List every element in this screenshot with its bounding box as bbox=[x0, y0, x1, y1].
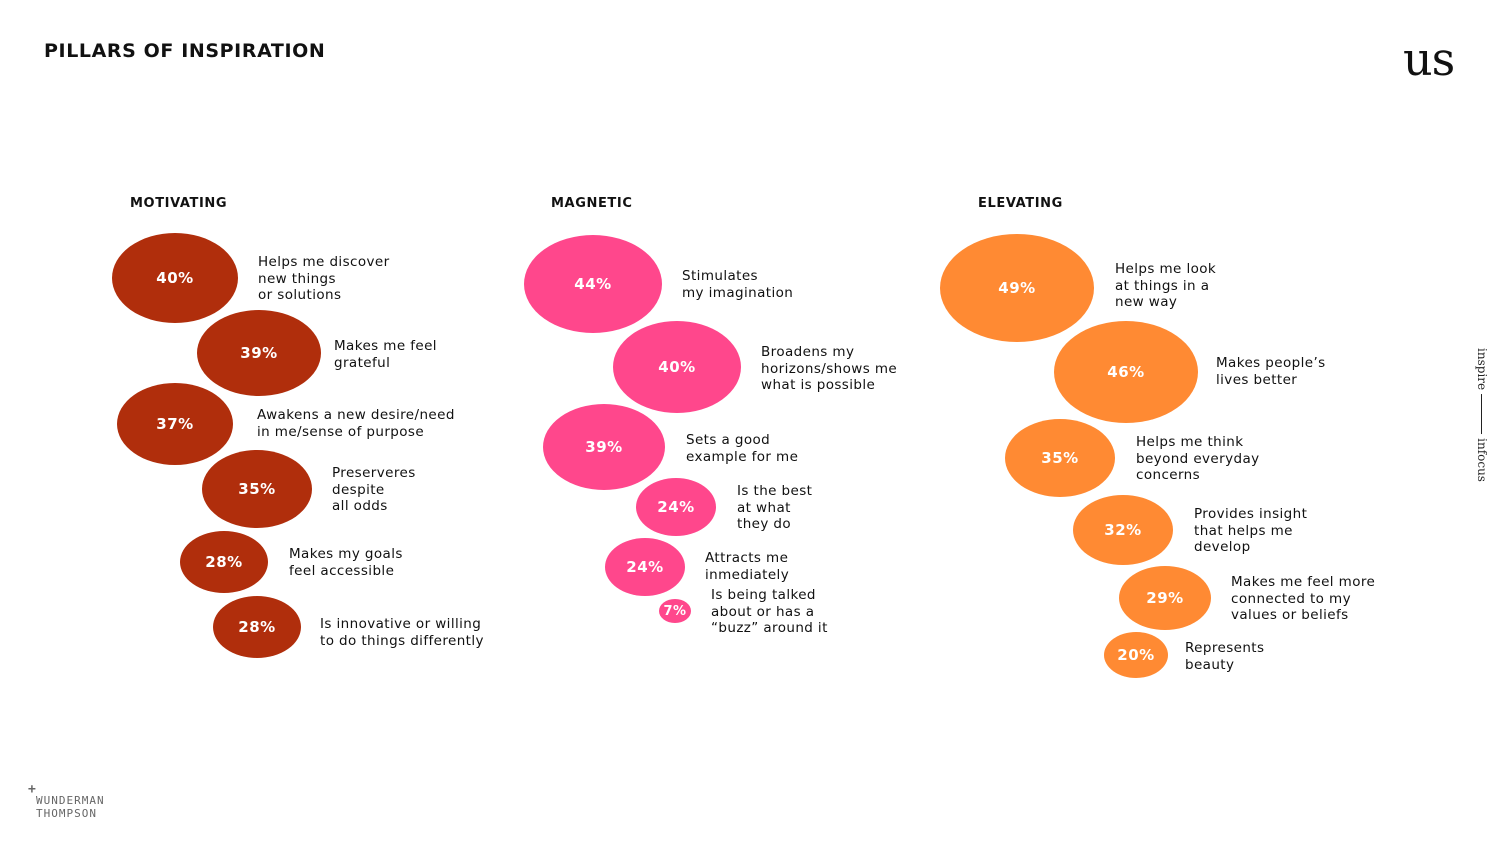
plus-icon: + bbox=[28, 782, 37, 797]
motivating-heading: MOTIVATING bbox=[130, 196, 228, 211]
magnetic-heading: MAGNETIC bbox=[551, 196, 633, 211]
us-logo: us bbox=[1403, 32, 1455, 86]
elevating-label: Makes people’s lives better bbox=[1216, 355, 1326, 388]
motivating-bubble: 28% bbox=[180, 531, 268, 593]
motivating-bubble: 39% bbox=[197, 310, 321, 396]
elevating-bubble: 46% bbox=[1054, 321, 1198, 423]
motivating-bubble: 37% bbox=[117, 383, 233, 465]
motivating-label: Is innovative or willing to do things di… bbox=[320, 616, 484, 649]
elevating-label: Helps me look at things in a new way bbox=[1115, 261, 1217, 310]
motivating-label: Helps me discover new things or solution… bbox=[258, 254, 390, 303]
side-tag-right: infocus bbox=[1475, 438, 1489, 482]
footer-brand-line1: WUNDERMAN bbox=[36, 794, 105, 807]
motivating-label: Makes my goals feel accessible bbox=[289, 546, 403, 579]
elevating-bubble: 20% bbox=[1104, 632, 1168, 678]
magnetic-bubble: 24% bbox=[636, 478, 716, 536]
elevating-label: Provides insight that helps me develop bbox=[1194, 506, 1308, 555]
motivating-label: Awakens a new desire/need in me/sense of… bbox=[257, 407, 455, 440]
magnetic-label: Is being talked about or has a “buzz” ar… bbox=[711, 587, 828, 636]
side-tag-divider bbox=[1481, 394, 1483, 435]
side-tag-left: inspire bbox=[1475, 348, 1489, 391]
motivating-label: Preserveres despite all odds bbox=[332, 465, 416, 514]
magnetic-label: Is the best at what they do bbox=[737, 483, 813, 532]
elevating-bubble: 35% bbox=[1005, 419, 1115, 497]
motivating-bubble: 35% bbox=[202, 450, 312, 528]
page-title: PILLARS OF INSPIRATION bbox=[44, 40, 326, 62]
motivating-bubble: 40% bbox=[112, 233, 238, 323]
elevating-label: Makes me feel more connected to my value… bbox=[1231, 574, 1376, 623]
elevating-label: Represents beauty bbox=[1185, 640, 1265, 673]
magnetic-bubble: 44% bbox=[524, 235, 662, 333]
magnetic-label: Stimulates my imagination bbox=[682, 268, 794, 301]
magnetic-label: Attracts me inmediately bbox=[705, 550, 790, 583]
magnetic-label: Broadens my horizons/shows me what is po… bbox=[761, 344, 898, 393]
magnetic-bubble: 40% bbox=[613, 321, 741, 413]
elevating-bubble: 49% bbox=[940, 234, 1094, 342]
wunderman-thompson-logo: + WUNDERMAN THOMPSON bbox=[28, 782, 105, 821]
magnetic-bubble: 24% bbox=[605, 538, 685, 596]
motivating-label: Makes me feel grateful bbox=[334, 338, 437, 371]
magnetic-label: Sets a good example for me bbox=[686, 432, 799, 465]
elevating-bubble: 32% bbox=[1073, 495, 1173, 565]
footer-brand-line2: THOMPSON bbox=[36, 807, 97, 821]
elevating-bubble: 29% bbox=[1119, 566, 1211, 630]
inspire-infocus-tag: inspire infocus bbox=[1475, 348, 1489, 482]
elevating-label: Helps me think beyond everyday concerns bbox=[1136, 434, 1260, 483]
magnetic-bubble: 7% bbox=[659, 599, 691, 623]
elevating-heading: ELEVATING bbox=[978, 196, 1063, 211]
motivating-bubble: 28% bbox=[213, 596, 301, 658]
magnetic-bubble: 39% bbox=[543, 404, 665, 490]
